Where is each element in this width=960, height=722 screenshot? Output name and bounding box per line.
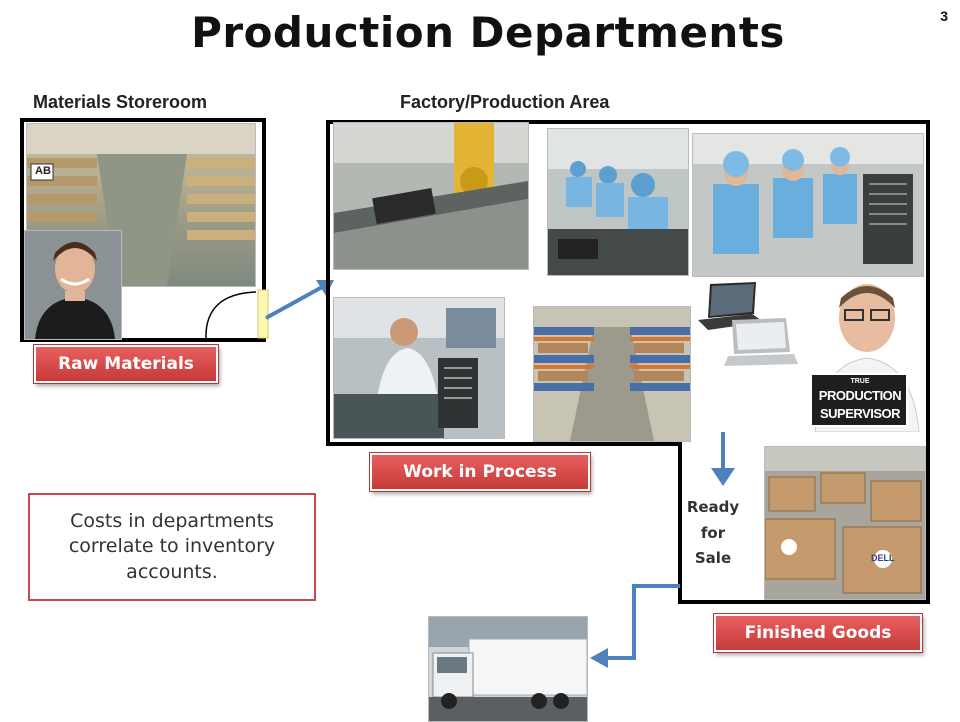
arrow-finished-to-truck <box>590 584 680 668</box>
storekeeper-photo <box>24 230 122 340</box>
ready-line-1: Ready <box>686 498 740 516</box>
factory-label: Factory/Production Area <box>400 92 610 112</box>
line-workers-photo <box>692 133 924 277</box>
robot-assembly-photo <box>333 122 529 270</box>
production-supervisor-photo: TRUE PRODUCTION SUPERVISOR <box>805 278 923 432</box>
laptops-image <box>698 282 798 366</box>
delivery-truck-photo <box>428 616 588 722</box>
door-icon <box>205 289 269 341</box>
assembly-workers-photo <box>547 128 689 276</box>
factory-frame <box>326 120 930 604</box>
aisle-sign: AB <box>35 165 51 177</box>
storeroom-label: Materials Storeroom <box>33 92 208 112</box>
page-number: 3 <box>940 8 948 24</box>
arrow-down-to-finished <box>711 432 735 486</box>
inventory-note-text: Costs in departments correlate to invent… <box>68 509 276 583</box>
slide-title: Production Departments <box>191 8 785 57</box>
technician-photo <box>333 297 505 439</box>
work-in-process-badge: Work in Process <box>370 453 590 491</box>
ready-line-3: Sale <box>694 549 732 567</box>
raw-materials-badge: Raw Materials <box>34 345 218 383</box>
ready-for-sale-label: Ready for Sale <box>678 495 748 572</box>
box-brand: DELL <box>871 553 895 563</box>
storage-aisle-photo <box>533 306 691 442</box>
ready-line-2: for <box>700 523 726 542</box>
storeroom-frame <box>20 118 266 342</box>
shirt-text-production: PRODUCTION <box>818 388 902 403</box>
finished-goods-boxes-photo: DELL <box>764 446 926 600</box>
shirt-text-supervisor: SUPERVISOR <box>819 406 901 421</box>
finished-goods-badge: Finished Goods <box>714 614 922 652</box>
inventory-note-box: Costs in departments correlate to invent… <box>28 493 316 601</box>
shirt-text-true: TRUE <box>850 378 870 385</box>
